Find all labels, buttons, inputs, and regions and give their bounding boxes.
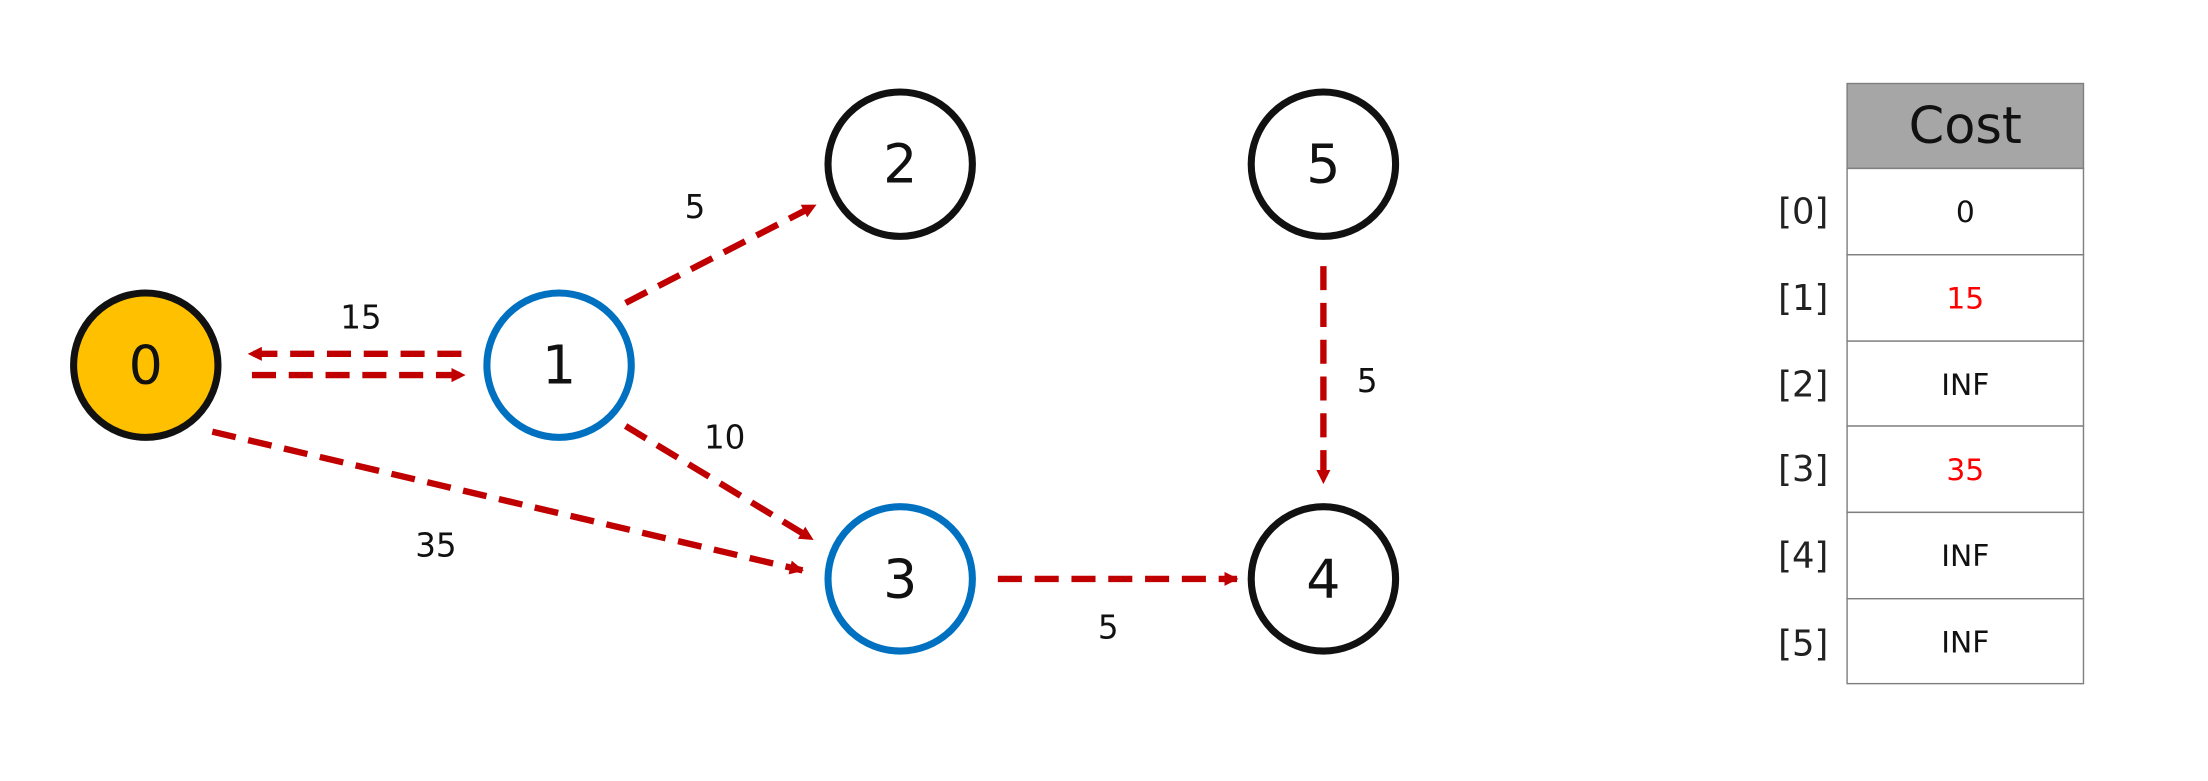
cost-row-1: [1] 15 [1778, 254, 2085, 342]
nodes: 0 1 2 3 4 5 [70, 88, 1400, 655]
cost-row-index: [1] [1778, 278, 1828, 319]
cost-row-value: 15 [1946, 282, 1984, 317]
cost-row-2: [2] INF [1778, 340, 2085, 427]
node-0: 0 [70, 289, 222, 441]
cost-row-index: [0] [1778, 192, 1828, 233]
cost-row-index: [2] [1778, 364, 1828, 405]
cost-row-value: INF [1941, 625, 1989, 660]
node-label-2: 2 [883, 133, 917, 196]
edge-1-2 [624, 202, 817, 306]
node-4: 4 [1247, 503, 1400, 655]
cost-row-4: [4] INF [1778, 511, 2085, 600]
cost-row-value: INF [1941, 539, 1989, 574]
edges [211, 202, 1331, 586]
edge-labels: 15 5 10 35 5 5 [340, 188, 1377, 646]
node-1: 1 [483, 289, 635, 441]
cost-table-header [1846, 82, 2085, 170]
edge-weight-1-2: 5 [685, 188, 706, 226]
node-2: 2 [824, 88, 976, 240]
cost-row-value: 35 [1946, 453, 1984, 488]
node-label-5: 5 [1306, 133, 1340, 196]
edge-weight-5-4: 5 [1357, 362, 1378, 400]
edge-weight-0-3: 35 [415, 526, 456, 564]
node-label-1: 1 [542, 334, 576, 397]
edge-weight-3-4: 5 [1098, 608, 1119, 646]
edge-0-3 [211, 428, 804, 575]
cost-row-value: INF [1941, 368, 1989, 403]
cost-row-index: [4] [1778, 536, 1828, 577]
cost-row-index: [3] [1778, 449, 1828, 490]
cost-row-0: [0] 0 [1778, 167, 2085, 256]
cost-row-index: [5] [1778, 623, 1828, 664]
cost-row-5: [5] INF [1778, 598, 2085, 685]
node-label-4: 4 [1306, 547, 1340, 610]
node-label-0: 0 [129, 334, 163, 397]
cost-row-value: 0 [1956, 195, 1975, 230]
cost-table-header-label: Cost [1909, 97, 2022, 156]
edge-weight-1-0: 15 [340, 298, 381, 336]
node-3: 3 [824, 503, 976, 655]
node-5: 5 [1247, 88, 1400, 240]
node-label-3: 3 [883, 547, 917, 610]
cost-table: Cost [0] 0 [1] 15 [2] INF [3] 35 [4] INF [1778, 82, 2085, 685]
cost-row-3: [3] 35 [1778, 425, 2085, 514]
edge-weight-1-3: 10 [704, 419, 745, 457]
